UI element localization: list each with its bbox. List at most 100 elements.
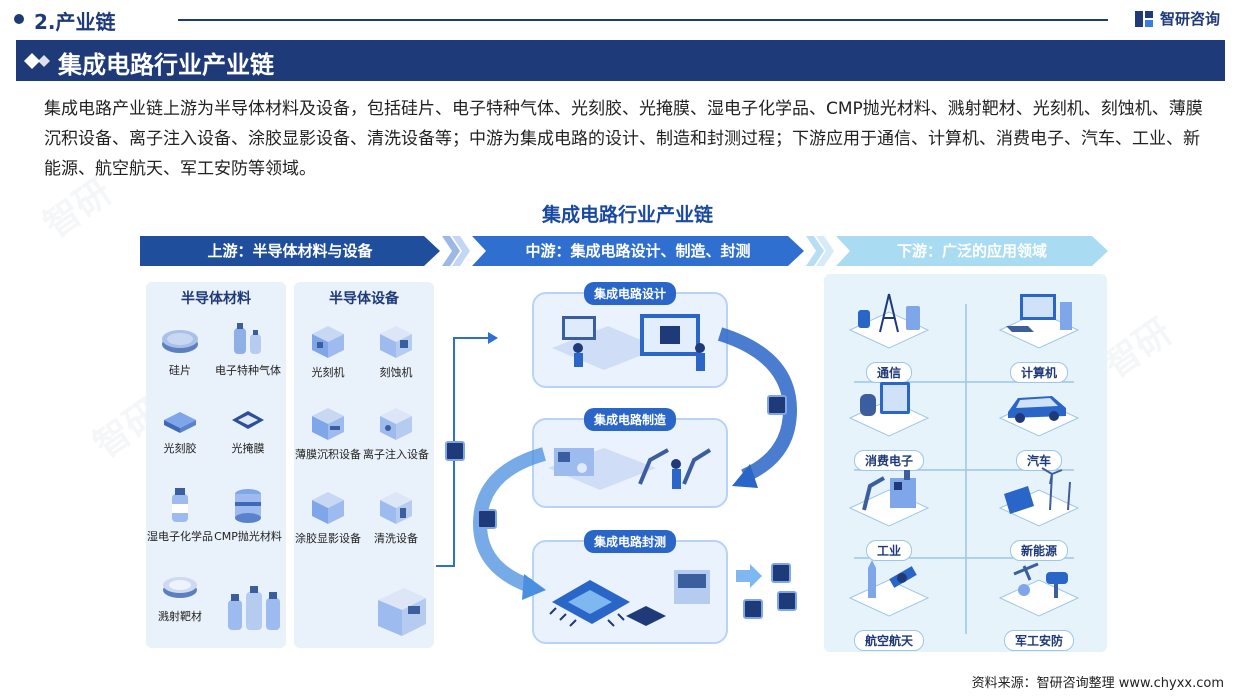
lab-equipment-icon — [378, 588, 426, 636]
application-item: 新能源 — [984, 464, 1094, 561]
industry-icon — [848, 470, 930, 527]
communication-icon — [848, 293, 930, 349]
brand-logo: 智研咨询 — [1134, 8, 1220, 29]
source-note: 资料来源：智研咨询整理 www.chyxx.com — [971, 676, 1224, 691]
material-item: 溅射靶材 — [140, 570, 220, 624]
application-item: 航空航天 — [834, 554, 944, 651]
application-label: 军工安防 — [1003, 630, 1074, 651]
cycle-arrow-right — [717, 327, 798, 488]
application-label: 新能源 — [1009, 540, 1068, 561]
chevrons — [442, 236, 470, 266]
section-header: 2.产业链 智研咨询 — [0, 0, 1240, 38]
material-label: 光刻胶 — [163, 442, 197, 455]
application-label: 工业 — [865, 540, 912, 561]
deposition-machine-icon — [312, 408, 344, 440]
application-label: 汽车 — [1015, 450, 1062, 471]
material-label: 硅片 — [169, 364, 191, 377]
lithography-machine-icon — [312, 326, 344, 358]
polishing-material-icon — [235, 489, 261, 523]
chevrons — [806, 236, 834, 266]
equipment-item: 涂胶显影设备 — [288, 486, 368, 546]
bullet-icon — [14, 14, 24, 24]
application-item: 计算机 — [984, 286, 1094, 383]
chemical-bottle-icon — [172, 488, 188, 522]
material-item: 硅片 — [140, 324, 220, 378]
reagent-bottles-icon — [228, 586, 280, 630]
design-stage-label: 集成电路设计 — [583, 282, 677, 305]
sputtering-target-icon — [163, 577, 197, 598]
logo-text: 智研咨询 — [1160, 10, 1221, 28]
equipment-label: 离子注入设备 — [363, 448, 429, 461]
chevron-right-icon — [806, 236, 834, 266]
consumer-electronics-icon — [848, 382, 930, 437]
downstream-label: 下游：广泛的应用领域 — [896, 242, 1047, 260]
material-item: 湿电子化学品 — [140, 484, 220, 544]
computer-icon — [998, 294, 1080, 349]
equipment-panel: 半导体设备 光刻机 刻蚀机 薄膜沉积设备 离子注入设备 涂胶显影设备 清洗设备 — [294, 282, 434, 648]
output-chips — [736, 563, 797, 619]
application-label: 计算机 — [1009, 362, 1068, 383]
material-label: 电子特种气体 — [215, 364, 281, 377]
material-item: 光掩膜 — [208, 406, 288, 456]
defense-security-icon — [998, 562, 1080, 617]
cleaning-machine-icon — [380, 492, 412, 524]
equipment-heading: 半导体设备 — [329, 291, 399, 307]
equipment-item: 薄膜沉积设备 — [288, 402, 368, 462]
industry-chain-diagram: 集成电路行业产业链 上游：半导体材料与设备 中游：集成电路设计、制造、封测 下游… — [140, 196, 1115, 656]
midstream-arrow-shape — [472, 236, 804, 266]
application-label: 消费电子 — [853, 450, 924, 471]
equipment-label: 光刻机 — [311, 366, 345, 379]
new-energy-icon — [998, 467, 1080, 527]
equipment-item: 光刻机 — [288, 320, 368, 380]
title-banner: 集成电路行业产业链 — [16, 40, 1225, 81]
packaging-test-stage-card: 集成电路封测 — [532, 530, 728, 644]
section-title: 2.产业链 — [34, 10, 116, 34]
midstream-arrow: 中游：集成电路设计、制造、封测 — [472, 236, 804, 266]
material-label: CMP抛光材料 — [214, 530, 282, 543]
network-lines — [854, 304, 1074, 634]
materials-panel: 半导体材料 硅片 电子特种气体 光刻胶 光掩膜 湿电子化学品 CMP抛光材料 溅… — [146, 282, 286, 648]
application-item: 通信 — [834, 286, 944, 383]
etching-machine-icon — [380, 326, 412, 358]
cycle-arrow-left — [472, 447, 547, 600]
car-icon — [998, 396, 1080, 437]
flow-connector — [436, 332, 498, 567]
divider — [178, 19, 1108, 21]
chevron-right-icon — [442, 236, 470, 266]
design-workstation-icon — [552, 314, 705, 371]
material-item: CMP抛光材料 — [208, 484, 288, 544]
ion-implanter-icon — [380, 408, 412, 440]
application-item: 消费电子 — [834, 374, 944, 471]
equipment-item: 离子注入设备 — [356, 402, 436, 462]
equipment-label: 薄膜沉积设备 — [295, 448, 361, 461]
applications-panel: 通信 计算机 消费电子 汽车 工业 新能源 航空航天 军工安防 — [824, 274, 1107, 652]
photoresist-icon — [164, 412, 196, 433]
upstream-arrow: 上游：半导体材料与设备 — [140, 236, 440, 266]
upstream-arrow-shape — [140, 236, 440, 266]
coater-developer-icon — [312, 492, 344, 524]
materials-heading: 半导体材料 — [181, 291, 251, 307]
fab-equipment-icon — [548, 448, 712, 490]
chip-package-icon — [549, 570, 710, 627]
material-label: 湿电子化学品 — [147, 530, 213, 543]
material-item: 电子特种气体 — [208, 320, 288, 378]
intro-paragraph: 集成电路产业链上游为半导体材料及设备，包括硅片、电子特种气体、光刻胶、光掩膜、湿… — [44, 99, 1203, 179]
midstream-label: 中游：集成电路设计、制造、封测 — [525, 242, 751, 260]
application-item: 军工安防 — [984, 554, 1094, 651]
manufacturing-stage-label: 集成电路制造 — [583, 408, 677, 431]
packaging-test-stage-label: 集成电路封测 — [583, 530, 677, 553]
gas-bottle-icon — [234, 323, 261, 354]
aerospace-icon — [848, 560, 930, 617]
downstream-arrow-shape — [836, 236, 1108, 266]
silicon-wafer-icon — [162, 330, 198, 353]
upstream-label: 上游：半导体材料与设备 — [207, 242, 373, 260]
diagram-title: 集成电路行业产业链 — [541, 204, 713, 226]
equipment-item: 清洗设备 — [356, 486, 436, 546]
material-item: 光刻胶 — [140, 406, 220, 456]
material-label: 溅射靶材 — [158, 610, 202, 623]
equipment-item: 刻蚀机 — [356, 320, 436, 380]
design-stage-card: 集成电路设计 — [532, 282, 728, 388]
diamond-icon — [24, 53, 50, 69]
equipment-label: 涂胶显影设备 — [295, 532, 361, 545]
material-label: 光掩膜 — [231, 442, 265, 455]
